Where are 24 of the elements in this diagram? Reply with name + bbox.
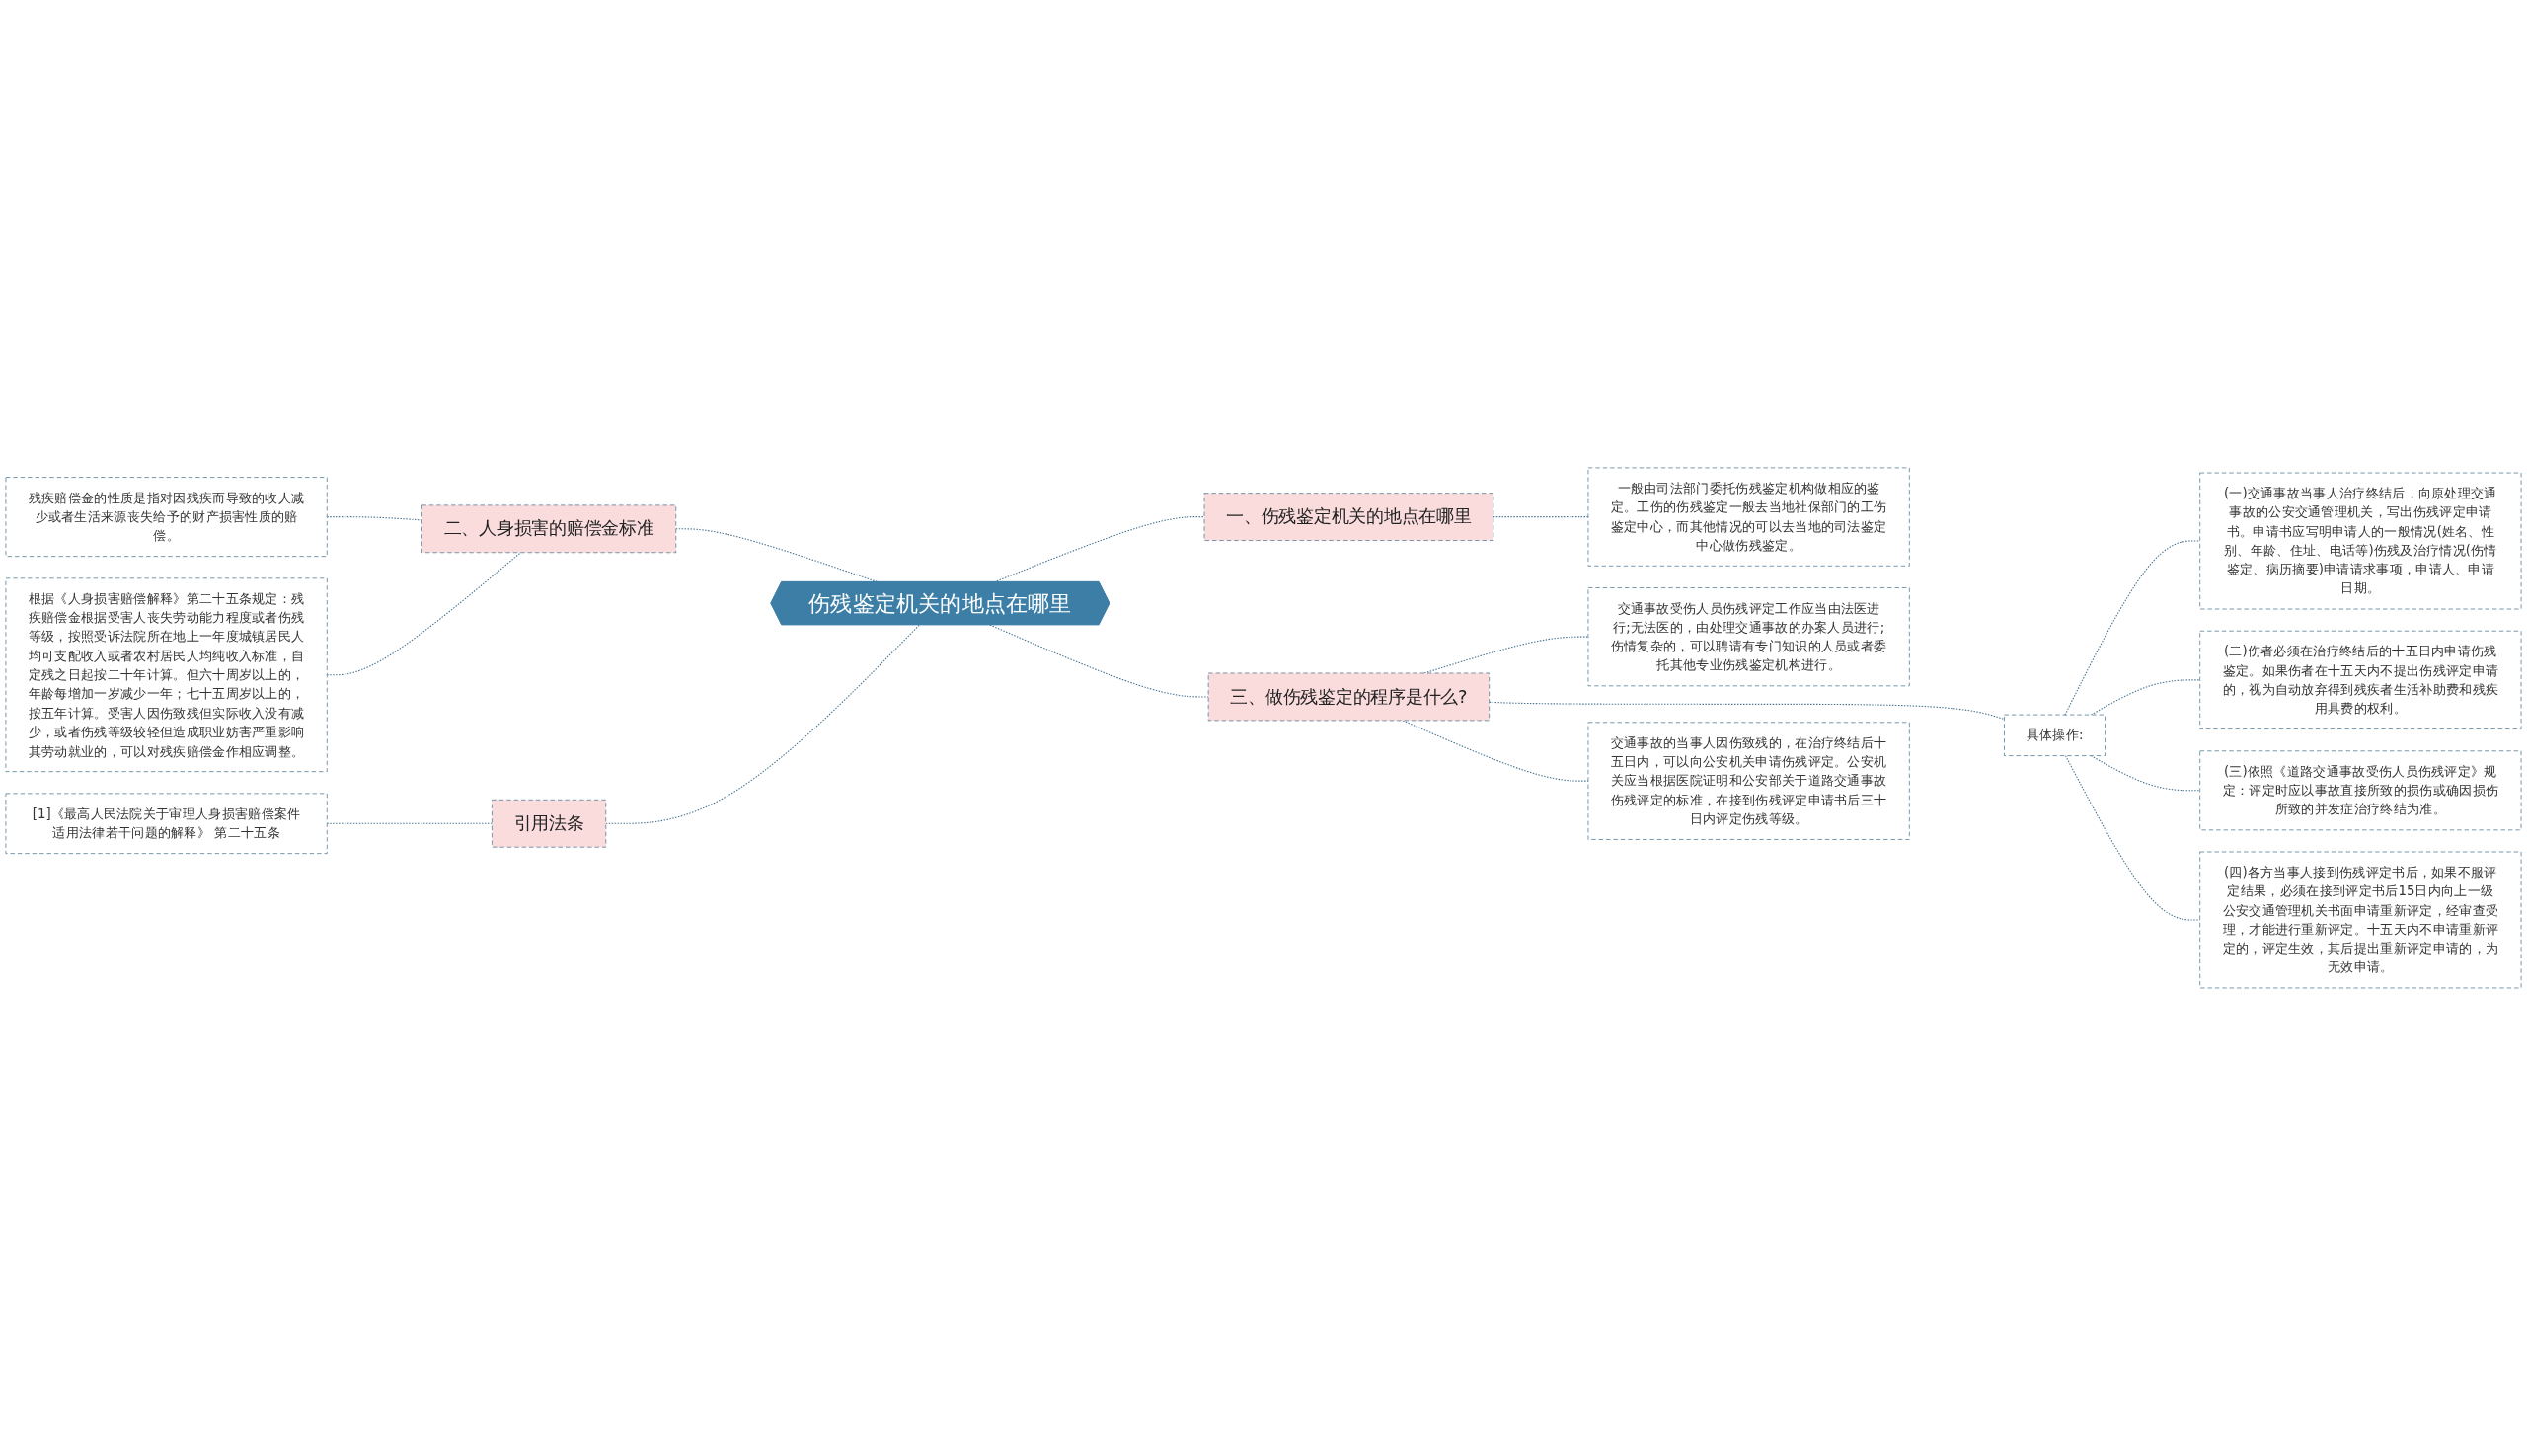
node-box: 二、人身损害的赔偿金标准 — [421, 504, 677, 554]
connector — [1402, 720, 1589, 782]
node-box: 残疾赔偿金的性质是指对因残疾而导致的收人减少或者生活来源丧失给予的财产损害性质的赔偿。 — [5, 477, 328, 558]
connector — [2090, 755, 2201, 792]
connector — [2090, 679, 2201, 716]
node-box: (二)伤者必须在治疗终结后的十五日内申请伤残鉴定。如果伤者在十五天内不提出伤残评定申请的，视为自动放弃得到残疾者生活补助费和残疾用具费的权利。 — [2199, 630, 2522, 729]
connector — [989, 624, 1209, 698]
node-box: 具体操作: — [2004, 714, 2106, 756]
node-box: 交通事故的当事人因伤致残的，在治疗终结后十五日内，可以向公安机关申请伤残评定。公安机关应当根据医院证明和公安部关于道路交通事故伤残评定的标准，在接到伤残评定申请书后三十日内评定伤残等级。 — [1587, 722, 1910, 840]
node-box: (一)交通事故当事人治疗终结后，向原处理交通事故的公安交通管理机关，写出伤残评定申请书。申请书应写明申请人的一般情况(姓名、性别、年龄、住址、电话等)伤残及治疗情况(伤情鉴定、病历摘要)申请请求事项，申请人、申请日期。 — [2199, 472, 2522, 610]
connector — [1489, 701, 2005, 721]
node-box: 三、做伤残鉴定的程序是什么? — [1207, 672, 1491, 722]
node-box: [1]《最高人民法院关于审理人身损害赔偿案件适用法律若干问题的解释》 第二十五条 — [5, 793, 328, 855]
node-box: 交通事故受伤人员伤残评定工作应当由法医进行;无法医的，由处理交通事故的办案人员进行;伤情复杂的，可以聘请有专门知识的人员或者委托其他专业伤残鉴定机构进行。 — [1587, 587, 1910, 687]
connector — [1423, 636, 1589, 674]
node-box: 引用法条 — [492, 799, 607, 848]
node-box: (三)依照《道路交通事故受伤人员伤残评定》规定：评定时应以事故直接所致的损伤或确因损伤所致的并发症治疗终结为准。 — [2199, 750, 2522, 831]
node-box: 根据《人身损害赔偿解释》第二十五条规定：残疾赔偿金根据受害人丧失劳动能力程度或者伤残等级，按照受诉法院所在地上一年度城镇居民人均可支配收入或者农村居民人均纯收入标准，自定残之日起按二十年计算。但六十周岁以上的，年龄每增加一岁减少一年；七十五周岁以上的，按五年计算。受害人因伤致残但实际收入没有减少，或者伤残等级较轻但造成职业妨害严重影响其劳动就业的，可以对残疾赔偿金作相应调整。 — [5, 577, 328, 773]
node-box: 一般由司法部门委托伤残鉴定机构做相应的鉴定。工伤的伤残鉴定一般去当地社保部门的工伤鉴定中心，而其他情况的可以去当地的司法鉴定中心做伤残鉴定。 — [1587, 467, 1910, 567]
node-box: (四)各方当事人接到伤残评定书后，如果不服评定结果，必须在接到评定书后15日内向上一级公安交通管理机关书面申请重新评定，经审查受理，才能进行重新评定。十五天内不申请重新评定的，评定生效，其后提出重新评定申请的，为无效申请。 — [2199, 851, 2522, 989]
node-box: 一、伤残鉴定机关的地点在哪里 — [1203, 493, 1494, 541]
connector — [605, 624, 921, 824]
connector — [2064, 755, 2201, 921]
connector — [2064, 540, 2201, 716]
